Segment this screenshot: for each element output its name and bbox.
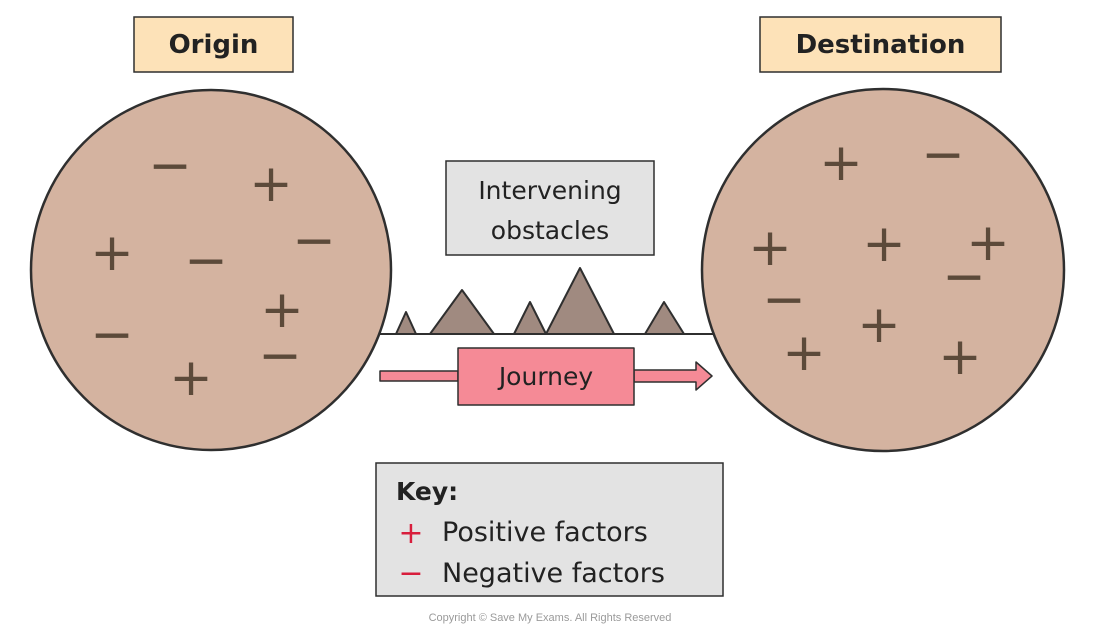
destination-factor: + bbox=[966, 213, 1010, 273]
destination-factors: + − + + + − − + + + bbox=[748, 125, 1010, 387]
obstacles-label-line2: obstacles bbox=[491, 216, 609, 245]
destination-factor: + bbox=[819, 133, 863, 193]
mountain bbox=[429, 289, 495, 335]
destination-factor: + bbox=[782, 323, 826, 383]
origin-factor: − bbox=[184, 231, 228, 291]
mountain bbox=[513, 301, 547, 335]
journey-arrow: Journey bbox=[379, 347, 713, 406]
destination-circle bbox=[700, 87, 1066, 453]
origin-factors: − + + − − + − − + bbox=[90, 136, 336, 408]
key-box-background bbox=[375, 462, 724, 597]
journey-label-text: Journey bbox=[497, 362, 594, 391]
key-positive-label: Positive factors bbox=[442, 517, 648, 548]
obstacles-label-line1: Intervening bbox=[478, 176, 621, 205]
destination-label-text: Destination bbox=[796, 30, 966, 60]
origin-factor: + bbox=[249, 154, 293, 214]
origin-label-box bbox=[133, 16, 294, 73]
journey-arrow-tail bbox=[379, 370, 459, 382]
key-negative-label: Negative factors bbox=[442, 558, 665, 589]
copyright-text: Copyright © Save My Exams. All Rights Re… bbox=[429, 612, 672, 624]
key-negative-symbol: − bbox=[398, 556, 423, 591]
key-box: Key: + Positive factors − Negative facto… bbox=[375, 462, 724, 597]
key-positive-symbol: + bbox=[398, 516, 423, 551]
mountain bbox=[545, 267, 615, 335]
mountains bbox=[395, 267, 685, 335]
origin-factor: + bbox=[90, 223, 134, 283]
journey-label-box bbox=[457, 347, 635, 406]
obstacles-label-box bbox=[445, 160, 655, 256]
origin-factor: − bbox=[258, 326, 302, 386]
key-title: Key: bbox=[396, 477, 458, 506]
origin-circle bbox=[29, 88, 393, 452]
destination-factor: + bbox=[857, 295, 901, 355]
origin-factor: + bbox=[169, 348, 213, 408]
journey-arrow-head bbox=[633, 361, 713, 391]
origin-factor: − bbox=[148, 136, 192, 196]
destination-factor: + bbox=[938, 327, 982, 387]
destination-factor: − bbox=[762, 270, 806, 330]
origin-label-text: Origin bbox=[169, 30, 259, 60]
destination-factor: + bbox=[862, 214, 906, 274]
origin-factor: − bbox=[292, 211, 336, 271]
origin-factor: + bbox=[260, 280, 304, 340]
destination-factor: + bbox=[748, 218, 792, 278]
destination-factor: − bbox=[942, 247, 986, 307]
origin-factor: − bbox=[90, 305, 134, 365]
destination-label-box bbox=[759, 16, 1002, 73]
mountain bbox=[395, 311, 417, 335]
obstacles-label: Intervening obstacles bbox=[445, 160, 655, 256]
mountain bbox=[644, 301, 685, 335]
origin-label: Origin bbox=[133, 16, 294, 73]
destination-label: Destination bbox=[759, 16, 1002, 73]
destination-factor: − bbox=[921, 125, 965, 185]
